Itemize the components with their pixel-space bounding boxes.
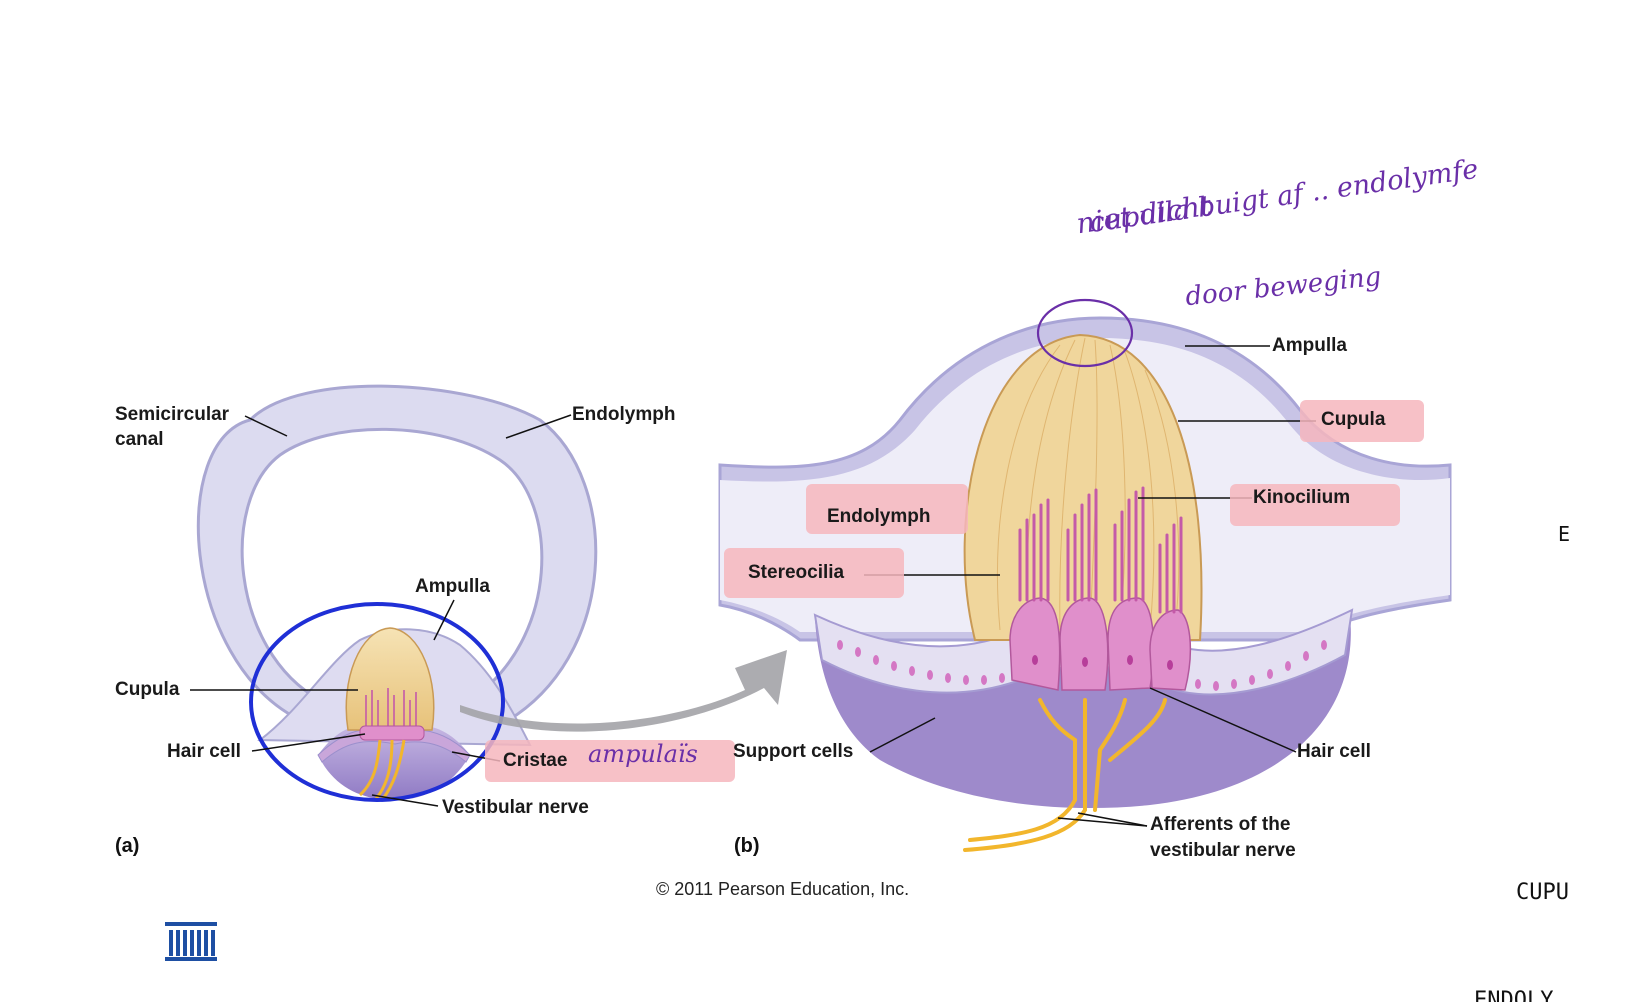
label-hair-cell-b: Hair cell [1297, 741, 1371, 762]
university-logo-icon [165, 922, 217, 961]
highlight-cupula-b [1300, 400, 1424, 442]
highlight-kinocilium [1230, 484, 1400, 526]
label-semicircular-canal-line1: Semicircular [115, 404, 230, 425]
label-semicircular-canal-line2: canal [115, 429, 164, 450]
edge-text-cupu: CUPU [1516, 880, 1569, 905]
stereocilia-bundles [1018, 486, 1183, 614]
blue-circle-annotation [249, 602, 505, 802]
hair-cell-nuclei [1032, 655, 1173, 670]
arrow-shape [460, 650, 787, 732]
label-vestibular-nerve: Vestibular nerve [442, 797, 589, 818]
semicircular-canal-ring [196, 384, 598, 727]
hair-cells-small [365, 688, 417, 730]
label-cristae: Cristae [503, 750, 568, 771]
label-cupula-a: Cupula [115, 679, 180, 700]
copyright-notice: © 2011 Pearson Education, Inc. [656, 879, 910, 899]
edge-text-e: E [1558, 522, 1571, 546]
label-hair-cell-a: Hair cell [167, 741, 241, 762]
afferent-nerves [963, 698, 1167, 852]
cupula-small [345, 627, 435, 731]
label-endolymph-a: Endolymph [572, 404, 676, 425]
handwritten-note-cristae: ampulaïs [588, 740, 698, 768]
leader-lines-b [864, 345, 1316, 827]
leader-lines-a [190, 414, 572, 807]
highlight-stereocilia [724, 548, 904, 598]
label-afferents-line1: Afferents of the [1150, 814, 1291, 835]
highlight-endolymph-b [806, 484, 968, 534]
label-ampulla-b: Ampulla [1272, 335, 1347, 356]
label-cupula-b: Cupula [1321, 409, 1386, 430]
panel-b-letter: (b) [734, 835, 760, 857]
label-afferents-line2: vestibular nerve [1150, 840, 1296, 861]
label-stereocilia: Stereocilia [748, 562, 845, 583]
label-ampulla-a: Ampulla [415, 576, 490, 597]
label-endolymph-b: Endolymph [827, 506, 931, 527]
highlight-cristae [485, 740, 735, 782]
edge-text-endoly: ENDOLY [1474, 988, 1554, 1002]
hair-cells-large [1009, 597, 1192, 691]
panel-a-letter: (a) [115, 835, 140, 857]
label-support-cells: Support cells [733, 741, 854, 762]
handwritten-circle [1036, 298, 1134, 368]
label-kinocilium: Kinocilium [1253, 487, 1351, 508]
